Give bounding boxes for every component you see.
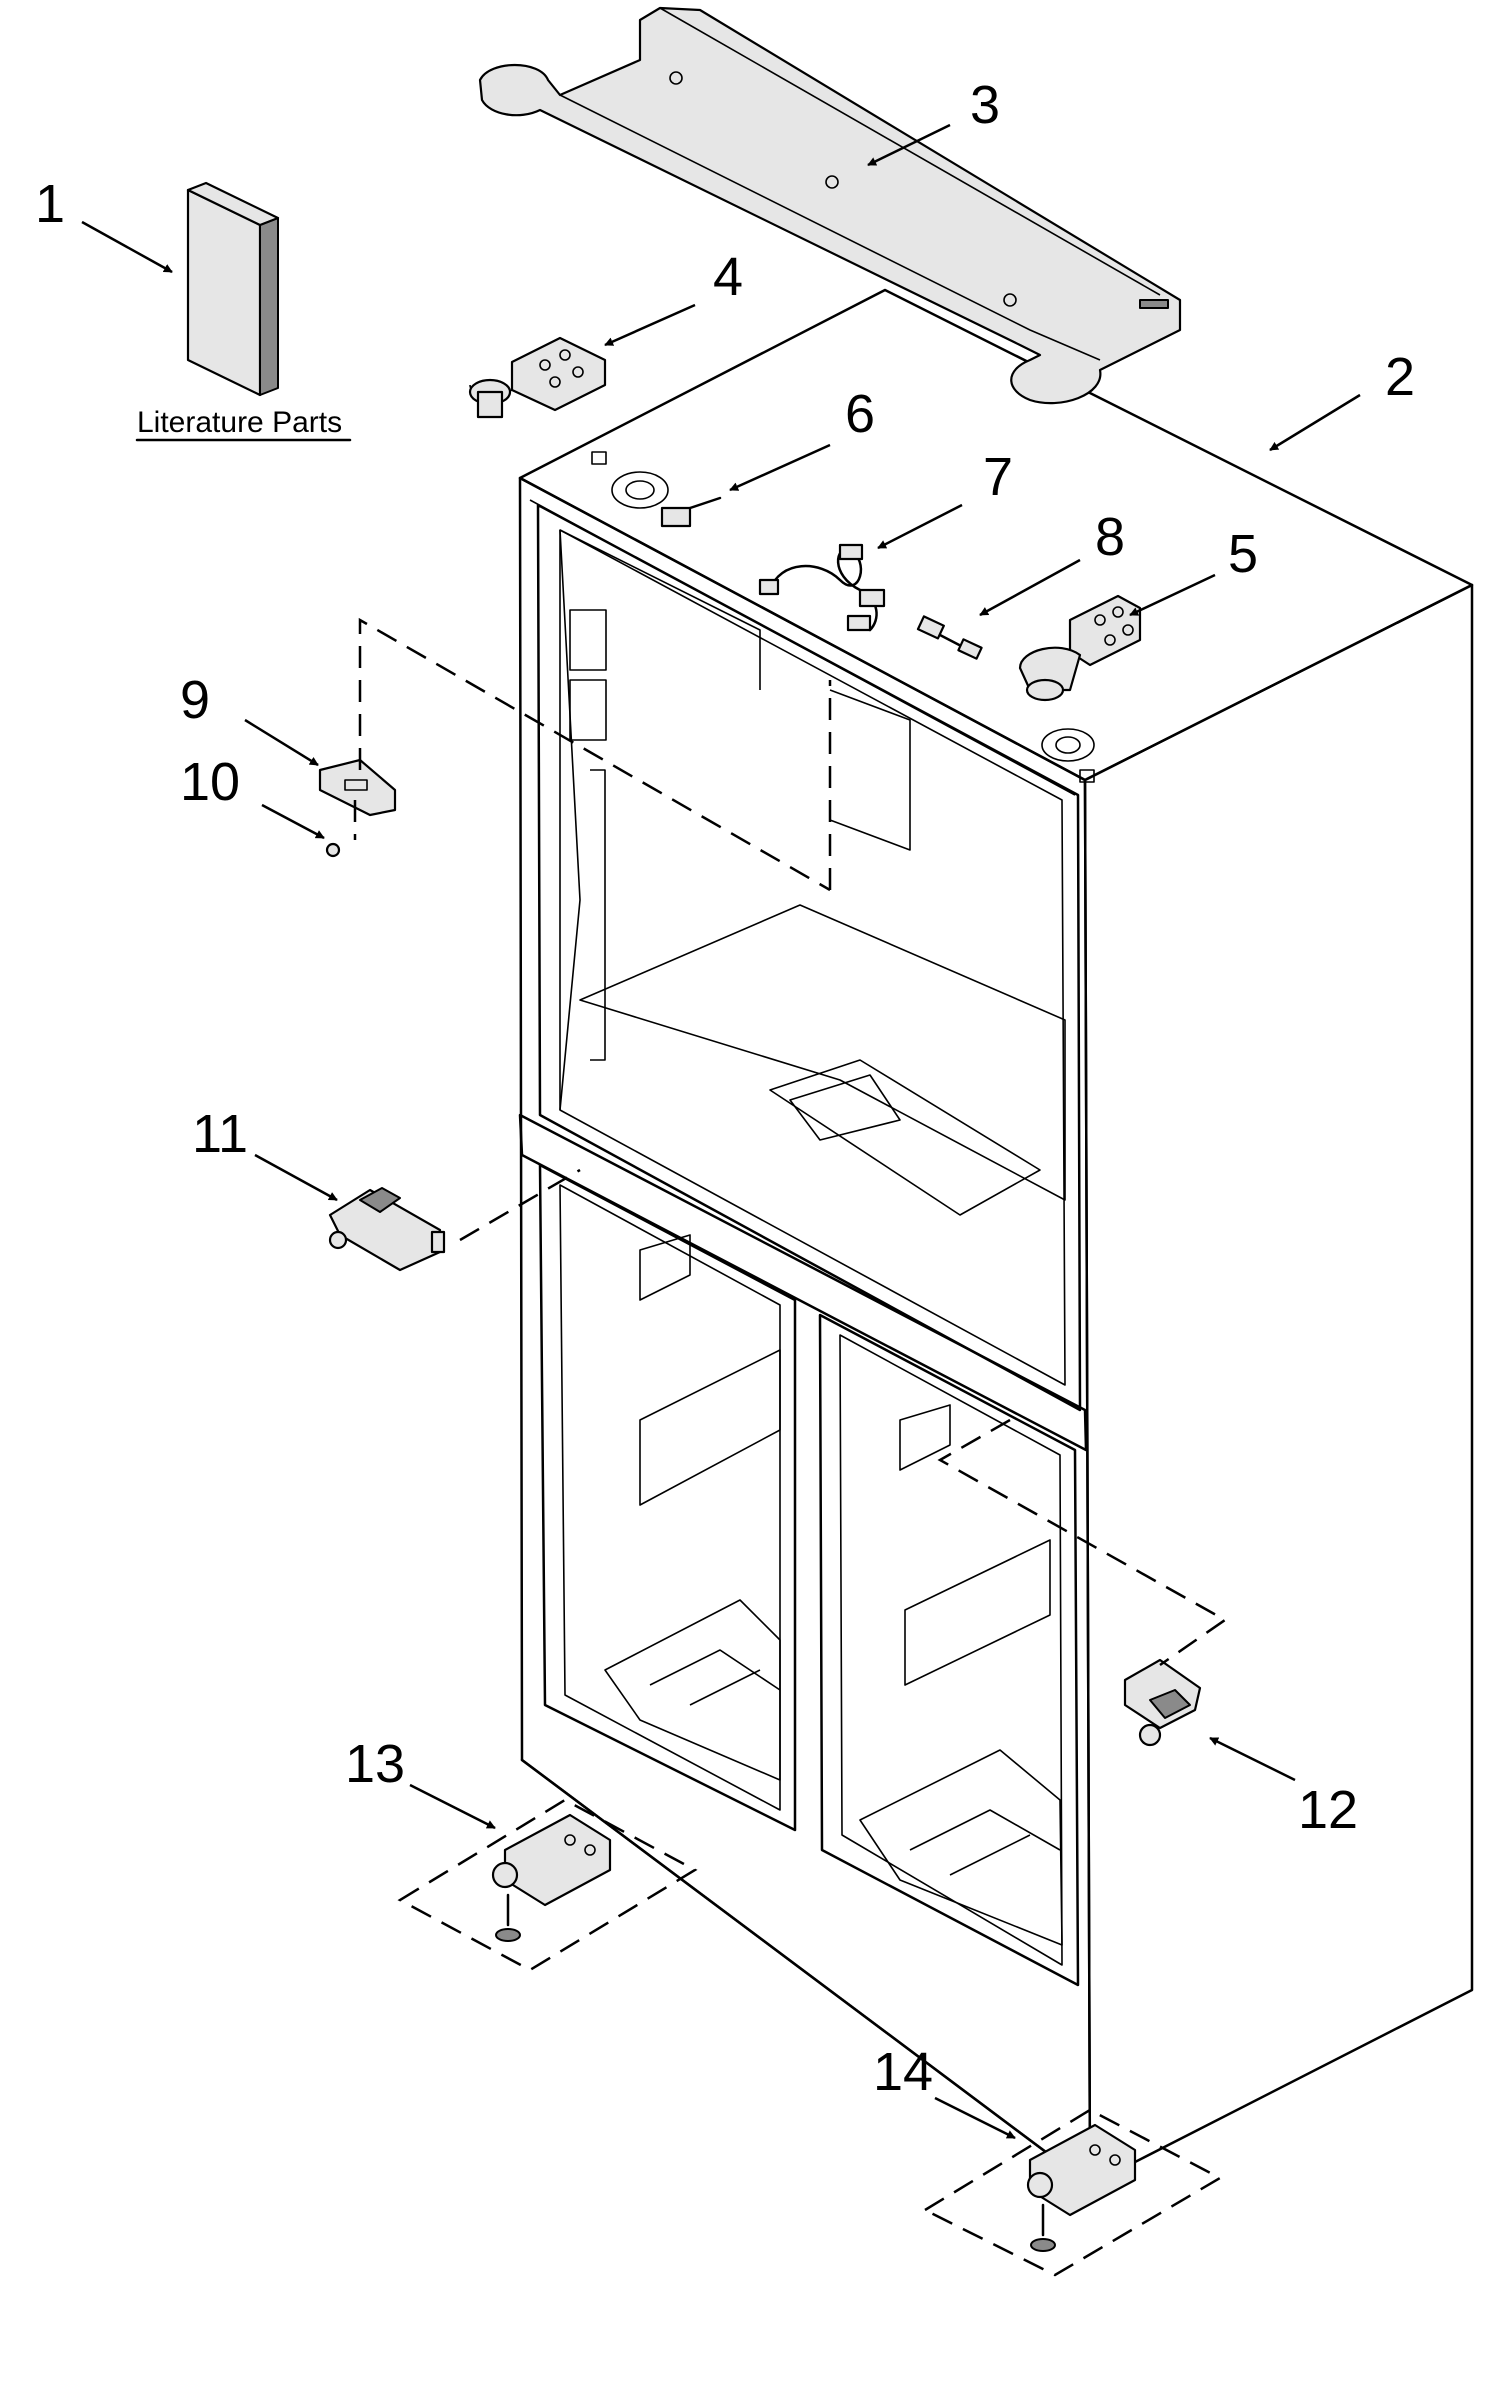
part-11-hinge bbox=[328, 1187, 446, 1272]
part-6-switch bbox=[660, 496, 722, 528]
part-14-bottom-hinge bbox=[922, 2108, 1223, 2277]
part-1-literature: Literature Parts bbox=[135, 181, 352, 442]
callout-4: 4 bbox=[713, 247, 743, 307]
callout-9: 9 bbox=[180, 670, 210, 730]
part-10-nut bbox=[325, 842, 341, 858]
callout-14: 14 bbox=[873, 2042, 933, 2102]
part-9-latch bbox=[318, 758, 397, 817]
part-3-top-bracket bbox=[478, 6, 1182, 405]
callout-7: 7 bbox=[983, 447, 1013, 507]
callout-12: 12 bbox=[1298, 1780, 1358, 1840]
callout-10: 10 bbox=[180, 752, 240, 812]
callout-2: 2 bbox=[1385, 347, 1415, 407]
callout-3: 3 bbox=[970, 75, 1000, 135]
callout-13: 13 bbox=[345, 1734, 405, 1794]
part-4-hinge bbox=[468, 336, 607, 419]
callout-8: 8 bbox=[1095, 507, 1125, 567]
dashed-leaders bbox=[353, 617, 1228, 1667]
cabinet bbox=[518, 288, 1474, 2187]
callout-6: 6 bbox=[845, 384, 875, 444]
part-7-wire-harness bbox=[758, 543, 886, 632]
literature-parts-label: Literature Parts bbox=[137, 406, 342, 439]
callout-1: 1 bbox=[35, 174, 65, 234]
callout-5: 5 bbox=[1228, 524, 1258, 584]
callout-11: 11 bbox=[192, 1104, 248, 1164]
part-8-connector bbox=[916, 615, 983, 660]
part-12-hinge bbox=[1123, 1658, 1202, 1747]
part-5-hinge bbox=[1018, 594, 1142, 702]
callout-arrows bbox=[81, 123, 1361, 2140]
part-13-bottom-hinge bbox=[397, 1798, 698, 1972]
callout-numbers: 1 2 3 4 5 6 7 8 9 10 11 12 13 14 bbox=[35, 75, 1415, 2102]
